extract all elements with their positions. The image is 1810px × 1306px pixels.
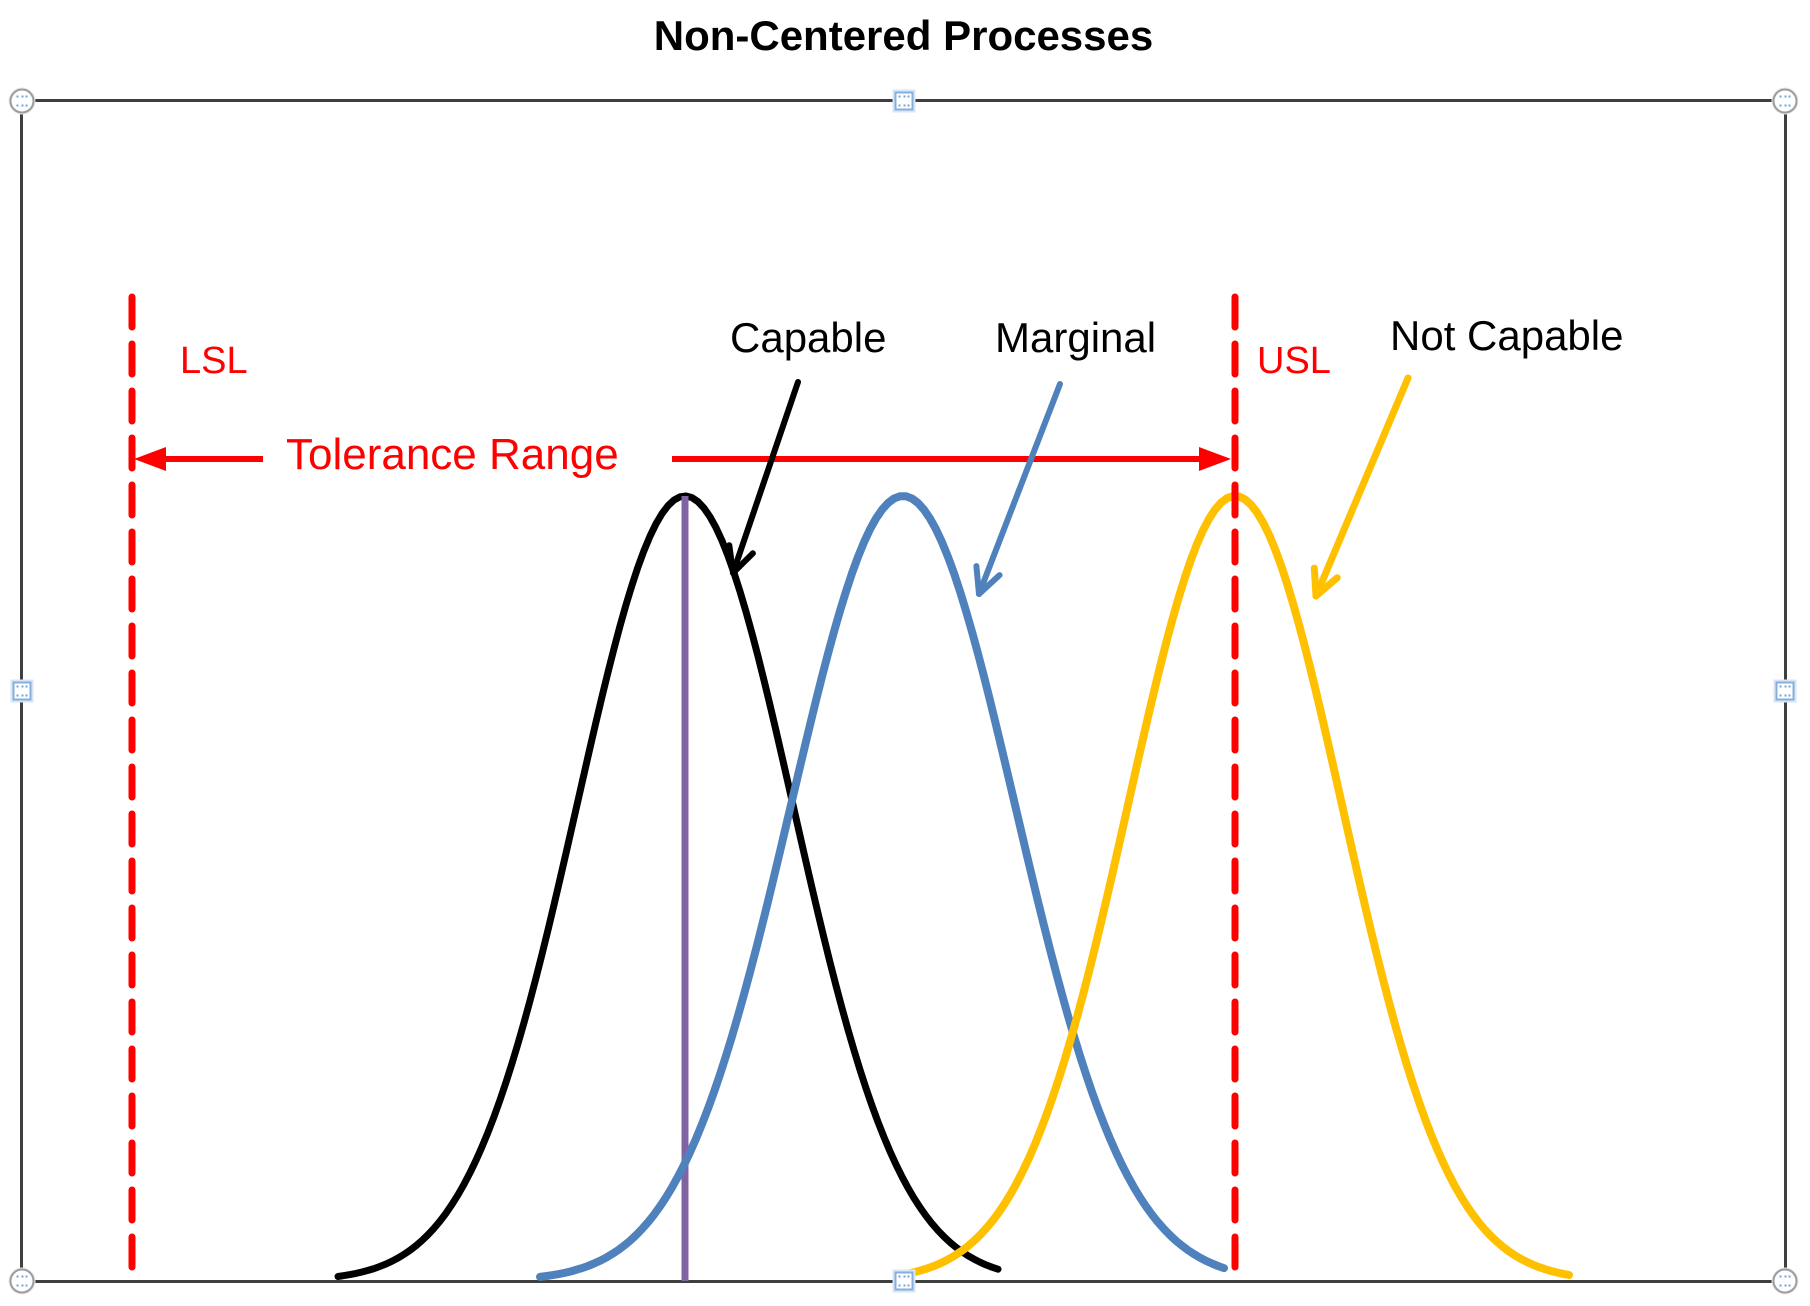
selection-handle-middle-right[interactable] bbox=[1775, 681, 1795, 701]
marginal-label: Marginal bbox=[995, 314, 1157, 361]
selection-handle-top-center[interactable] bbox=[894, 91, 913, 111]
selection-handle-top-left[interactable] bbox=[9, 88, 35, 114]
figure-title: Non-Centered Processes bbox=[653, 12, 1154, 59]
selection-handle-bottom-left[interactable] bbox=[9, 1268, 35, 1294]
not-capable-label: Not Capable bbox=[1390, 312, 1624, 359]
selection-handle-bottom-center[interactable] bbox=[894, 1271, 913, 1291]
selection-handle-middle-left[interactable] bbox=[12, 681, 32, 701]
tolerance-range-label: Tolerance Range bbox=[286, 430, 619, 479]
selection-handle-top-right[interactable] bbox=[1772, 88, 1798, 114]
usl-label: USL bbox=[1257, 340, 1331, 382]
lsl-label: LSL bbox=[180, 340, 248, 382]
selection-handle-bottom-right[interactable] bbox=[1772, 1268, 1798, 1294]
capable-label: Capable bbox=[730, 314, 887, 361]
